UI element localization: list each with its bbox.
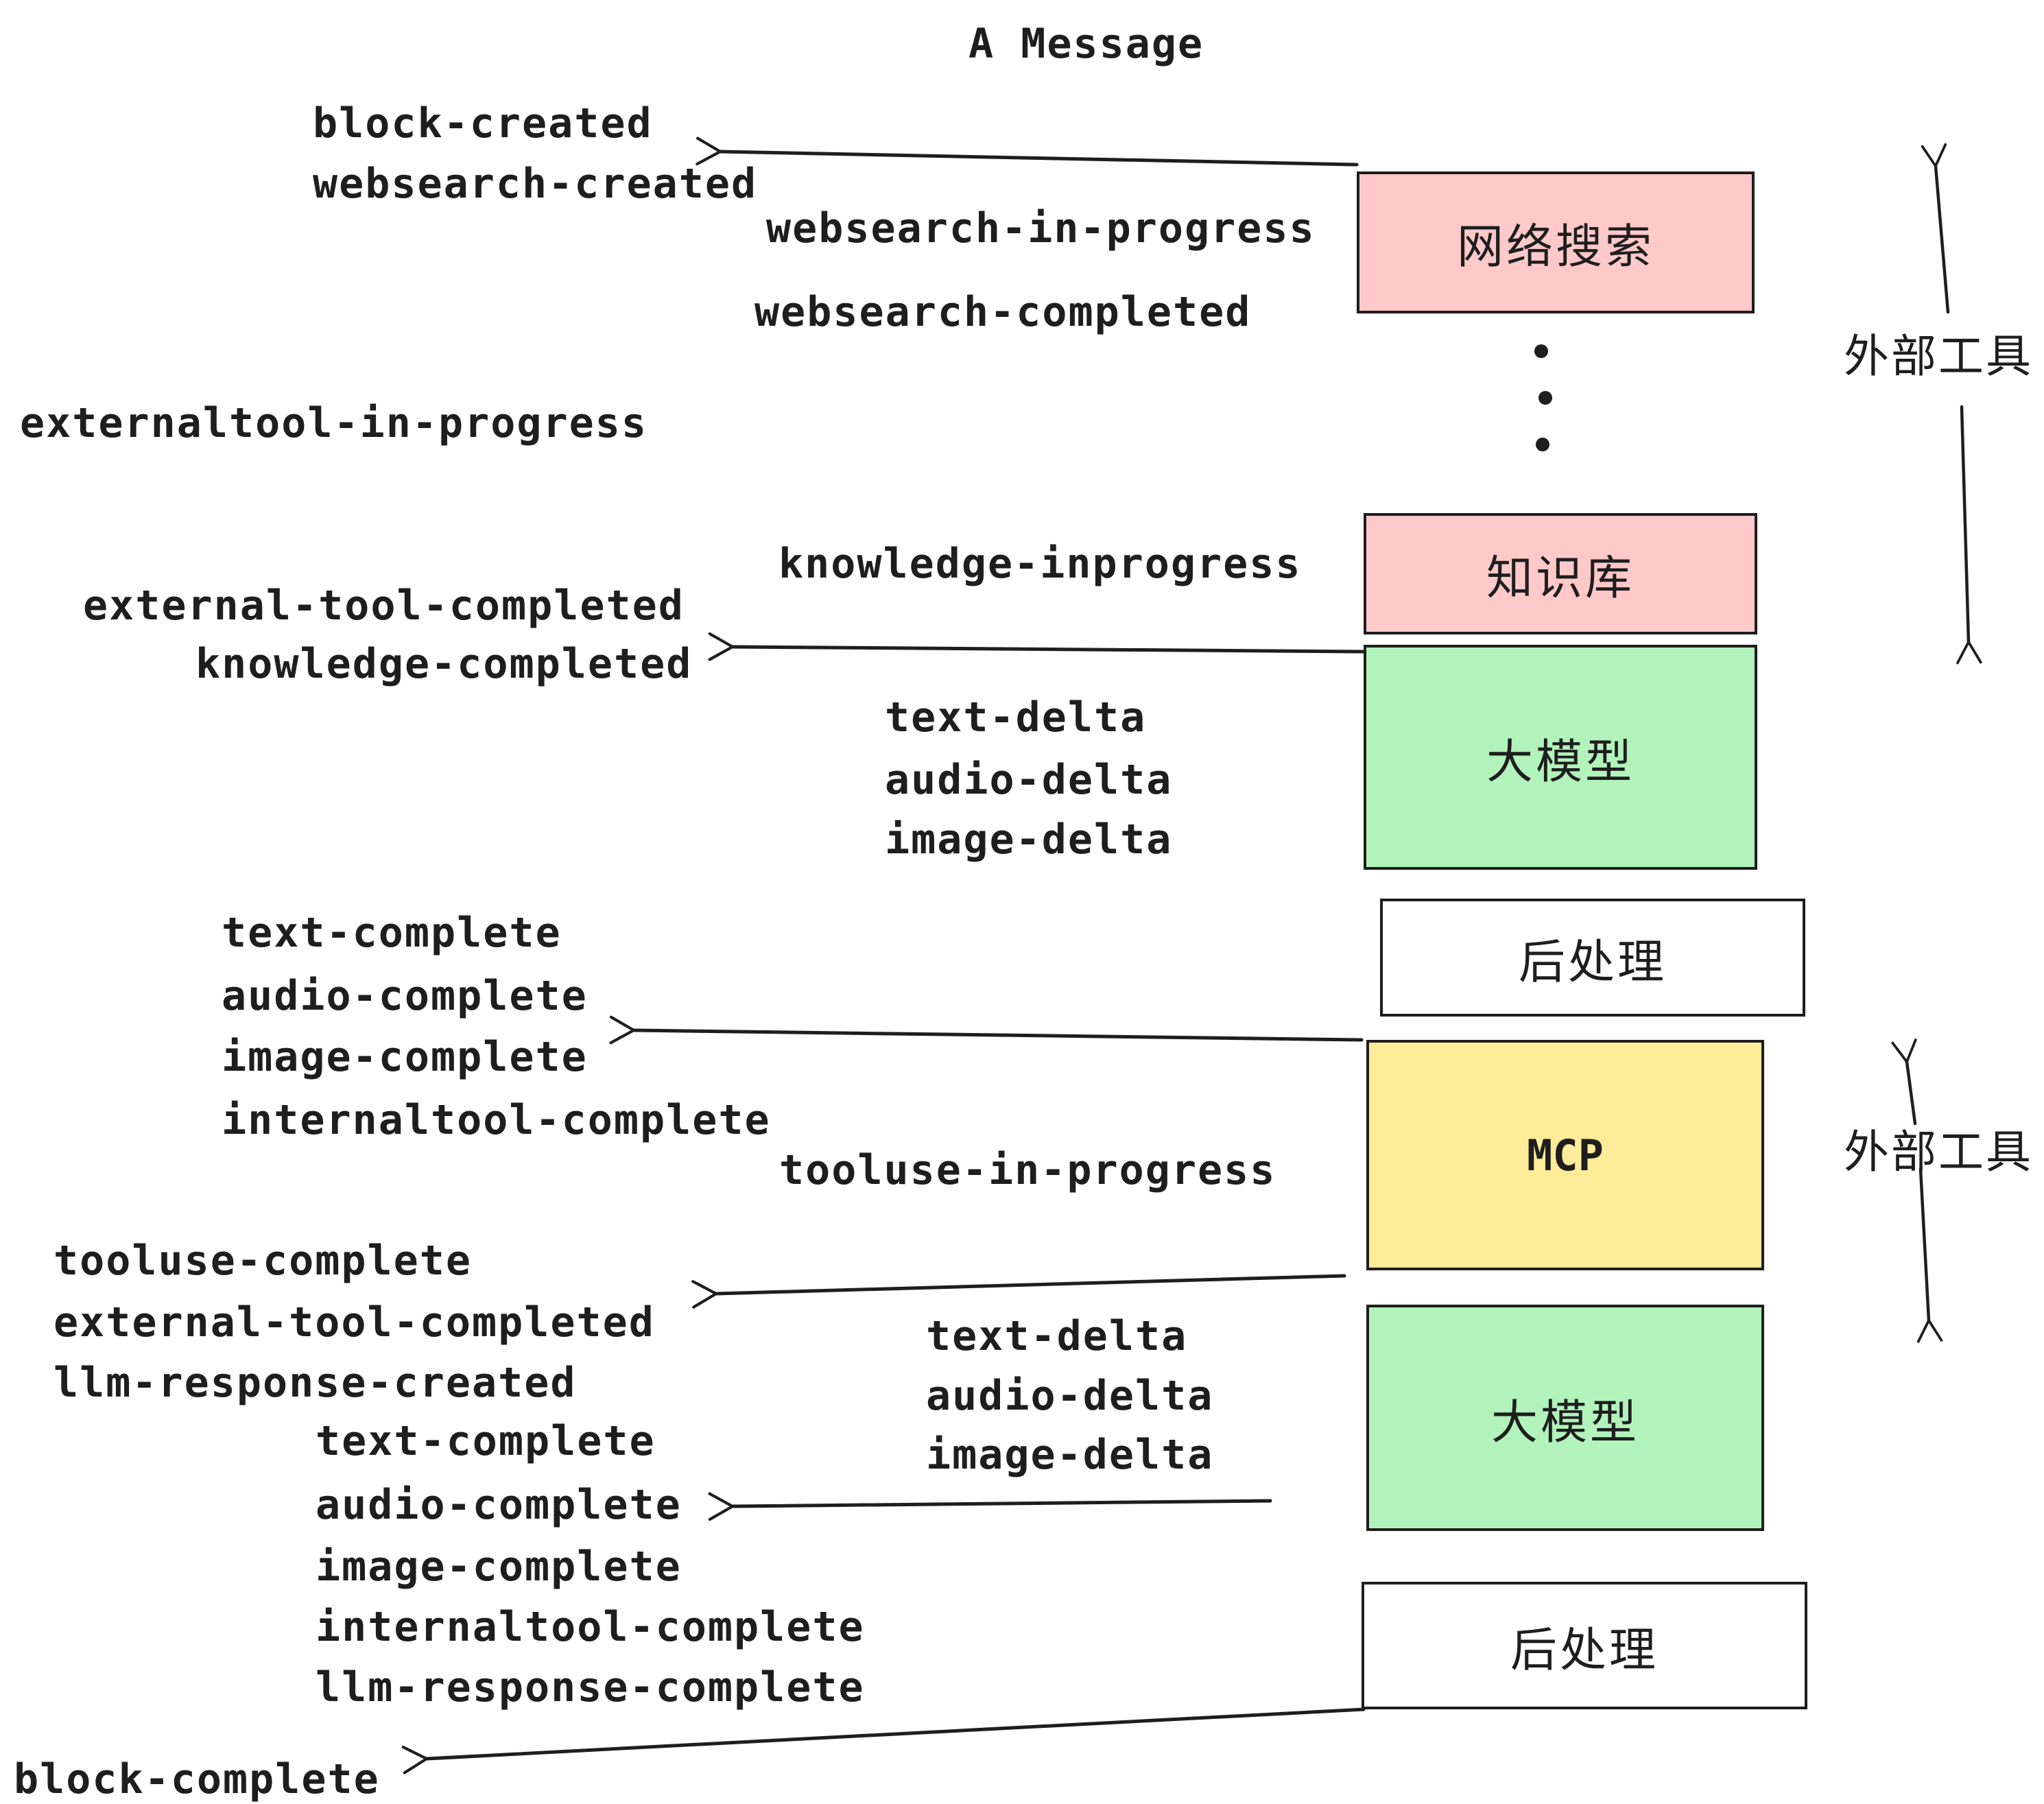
box-knowledge-label: 知识库	[1486, 551, 1635, 606]
box-websearch: 网络搜索	[1357, 171, 1755, 313]
event-knowledge-completed: knowledge-completed	[195, 640, 693, 688]
event-tooluse-complete: tooluse-complete	[54, 1237, 472, 1285]
event-block-complete: block-complete	[14, 1755, 380, 1803]
event-image-delta-2: image-delta	[926, 1431, 1214, 1479]
external-tools-down-arrow-2	[1916, 1167, 1943, 1343]
box-postprocess-bottom-label: 后处理	[1510, 1623, 1659, 1678]
arrow-post-to-block-complete	[401, 1707, 1366, 1775]
event-text-delta-2: text-delta	[926, 1312, 1188, 1360]
box-llm-bottom: 大模型	[1366, 1305, 1764, 1531]
box-websearch-label: 网络搜索	[1456, 220, 1654, 274]
event-image-delta-1: image-delta	[885, 816, 1173, 864]
external-tools-up-arrow-2	[1891, 1039, 1917, 1126]
box-mcp-label: MCP	[1527, 1130, 1604, 1180]
external-tools-up-arrow-1	[1921, 143, 1950, 314]
event-websearch-created: websearch-created	[313, 160, 758, 208]
event-internaltool-complete-2: internaltool-complete	[316, 1603, 865, 1651]
event-internaltool-complete-1: internaltool-complete	[222, 1096, 771, 1144]
event-text-delta-1: text-delta	[885, 693, 1147, 741]
event-text-complete-1: text-complete	[222, 909, 562, 957]
event-image-complete-2: image-complete	[316, 1543, 682, 1591]
arrow-to-audio-complete	[708, 1492, 1272, 1521]
event-llm-response-created: llm-response-created	[54, 1359, 577, 1407]
side-label-external-tools-bottom: 外部工具	[1844, 1126, 2033, 1178]
event-llm-response-complete: llm-response-complete	[316, 1663, 865, 1711]
event-external-tool-completed-2: external-tool-completed	[54, 1298, 655, 1346]
event-websearch-in-progress: websearch-in-progress	[766, 204, 1316, 252]
event-audio-delta-2: audio-delta	[926, 1372, 1214, 1420]
event-audio-delta-1: audio-delta	[885, 756, 1173, 804]
arrow-mcp-to-tooluse-complete	[691, 1274, 1346, 1309]
vertical-ellipsis-icon	[1534, 344, 1552, 451]
event-audio-complete-1: audio-complete	[222, 972, 588, 1020]
event-externaltool-in-progress: externaltool-in-progress	[20, 399, 647, 447]
box-llm-top-label: 大模型	[1486, 735, 1635, 790]
box-postprocess-bottom: 后处理	[1362, 1582, 1807, 1709]
arrow-websearch-to-block-created	[696, 137, 1359, 167]
box-llm-bottom-label: 大模型	[1490, 1395, 1639, 1450]
side-label-external-tools-top: 外部工具	[1844, 330, 2033, 383]
event-knowledge-inprogress: knowledge-inprogress	[779, 540, 1302, 588]
box-llm-top: 大模型	[1364, 645, 1757, 870]
box-knowledge: 知识库	[1364, 513, 1757, 634]
event-image-complete-1: image-complete	[222, 1033, 588, 1081]
event-websearch-completed: websearch-completed	[754, 288, 1252, 336]
box-postprocess-top: 后处理	[1380, 899, 1805, 1017]
external-tools-down-arrow-1	[1956, 405, 1982, 665]
event-audio-complete-2: audio-complete	[316, 1481, 682, 1529]
arrow-to-image-complete	[609, 1015, 1364, 1045]
box-postprocess-top-label: 后处理	[1518, 935, 1667, 990]
box-mcp: MCP	[1366, 1040, 1764, 1270]
event-block-created: block-created	[313, 99, 653, 147]
event-text-complete-2: text-complete	[316, 1417, 656, 1465]
page-title: A Message	[968, 20, 1204, 68]
event-external-tool-completed: external-tool-completed	[83, 582, 685, 630]
arrow-llm-to-knowledge-completed	[708, 632, 1366, 661]
event-tooluse-in-progress: tooluse-in-progress	[779, 1146, 1276, 1194]
